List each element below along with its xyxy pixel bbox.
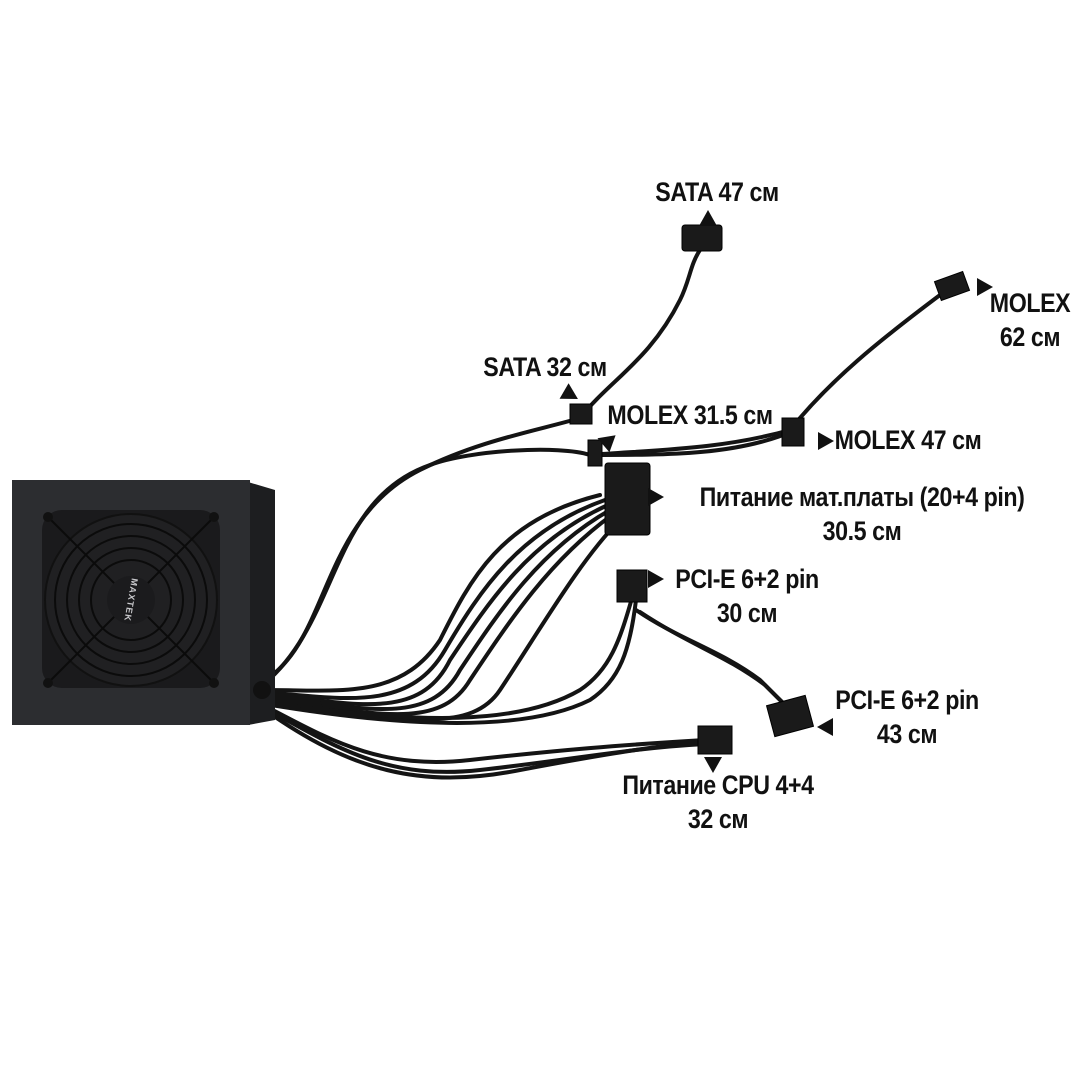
sata-connector-32 xyxy=(569,403,593,425)
connectors xyxy=(569,224,971,755)
label-line: PCI-E 6+2 pin xyxy=(675,564,819,594)
label-line: PCI-E 6+2 pin xyxy=(835,685,979,715)
pcie-connector-43 xyxy=(765,694,815,738)
label-pcie-43: PCI-E 6+2 pin 43 см xyxy=(835,683,979,751)
arrow-icon xyxy=(699,210,717,226)
arrow-icon xyxy=(977,278,993,296)
label-line: 32 см xyxy=(687,804,749,834)
molex-connector-62 xyxy=(933,270,971,302)
fan-hub xyxy=(107,576,155,624)
cpu-connector xyxy=(697,725,733,755)
label-cpu-power: Питание CPU 4+4 32 см xyxy=(622,768,814,836)
label-line: 30.5 см xyxy=(822,516,902,546)
label-line: Питание мат.платы (20+4 pin) xyxy=(699,482,1025,512)
label-line: 30 см xyxy=(716,598,778,628)
label-sata-47: SATA 47 см xyxy=(655,177,779,207)
arrow-icon xyxy=(818,432,834,450)
label-molex-62: MOLEX 62 см xyxy=(989,286,1071,354)
arrow-icon xyxy=(817,718,833,736)
label-line: MOLEX xyxy=(989,288,1071,318)
molex-connector-47 xyxy=(781,417,805,447)
arrow-icon xyxy=(704,757,722,773)
arrow-icon xyxy=(648,488,664,506)
arrow-icon xyxy=(648,570,664,588)
psu-unit xyxy=(12,480,275,725)
label-pcie-30: PCI-E 6+2 pin 30 см xyxy=(675,562,819,630)
atx-24pin-connector xyxy=(604,462,651,536)
label-molex-31-5: MOLEX 31.5 см xyxy=(607,400,773,430)
label-sata-32: SATA 32 см xyxy=(483,352,607,382)
pcie-connector-30 xyxy=(616,569,648,603)
molex-connector-31 xyxy=(587,439,603,467)
label-line: 43 см xyxy=(876,719,938,749)
label-line: Питание CPU 4+4 xyxy=(622,770,814,800)
label-molex-47: MOLEX 47 см xyxy=(834,425,982,455)
label-motherboard-power: Питание мат.платы (20+4 pin) 30.5 см xyxy=(700,480,1025,548)
sata-connector-47 xyxy=(681,224,723,252)
label-line: 62 см xyxy=(999,322,1061,352)
